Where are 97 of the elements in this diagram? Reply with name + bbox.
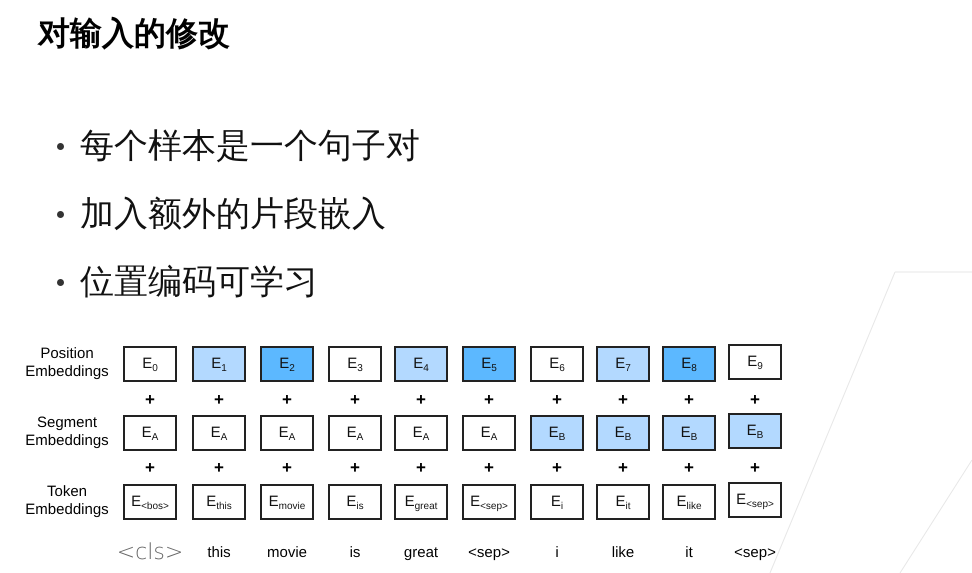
plus-sign: + xyxy=(415,390,427,410)
embedding-box xyxy=(192,415,246,451)
token-word: this xyxy=(206,544,232,561)
embedding-box xyxy=(662,484,716,520)
plus-sign: + xyxy=(749,390,761,410)
embedding-symbol: E$_{1}$ xyxy=(211,354,227,374)
token-word: i xyxy=(554,544,560,561)
embedding-symbol: E$_{6}$ xyxy=(549,354,565,374)
embedding-box xyxy=(728,413,782,449)
plus-sign: + xyxy=(683,390,695,410)
embedding-symbol: E$_{0}$ xyxy=(142,354,158,374)
embedding-box xyxy=(596,484,650,520)
embedding-box xyxy=(662,346,716,382)
bullet-text: 位置编码可学习 xyxy=(80,261,318,304)
embedding-box xyxy=(192,346,246,382)
embedding-symbol: E$_{like}$ xyxy=(676,492,702,512)
plus-sign: + xyxy=(617,458,629,478)
embedding-symbol: E$_{B}$ xyxy=(614,424,632,442)
embedding-symbol: E$_{i}$ xyxy=(550,492,564,512)
embedding-symbol: E$_{A}$ xyxy=(480,424,498,442)
embedding-box xyxy=(192,484,246,520)
embedding-symbol: E$_{4}$ xyxy=(413,354,429,374)
embedding-box xyxy=(530,346,584,382)
plus-sign: + xyxy=(551,390,563,410)
embedding-box xyxy=(728,344,782,380)
embedding-box xyxy=(394,346,448,382)
embedding-box xyxy=(123,415,177,451)
embedding-symbol: E$_{great}$ xyxy=(404,492,438,512)
row-label: Token Embeddings xyxy=(24,483,110,519)
token-word: <sep> xyxy=(733,544,777,561)
embedding-symbol: E$_{A}$ xyxy=(142,424,158,442)
embedding-symbol: E$_{this}$ xyxy=(206,492,232,512)
embedding-box xyxy=(394,484,448,520)
plus-sign: + xyxy=(213,458,225,478)
embedding-symbol: E$_{<sep>}$ xyxy=(470,492,508,512)
bullet-text: 每个样本是一个句子对 xyxy=(80,125,420,168)
embedding-box xyxy=(530,415,584,451)
plus-sign: + xyxy=(144,390,156,410)
embedding-box xyxy=(596,346,650,382)
embedding-symbol: E$_{3}$ xyxy=(347,354,363,374)
embedding-box xyxy=(123,346,177,382)
plus-sign: + xyxy=(213,390,225,410)
embedding-box xyxy=(596,415,650,451)
plus-sign: + xyxy=(749,458,761,478)
bullet-text: 加入额外的片段嵌入 xyxy=(80,193,386,236)
embedding-symbol: E$_{A}$ xyxy=(210,424,228,442)
embedding-symbol: E$_{is}$ xyxy=(346,492,364,512)
plus-sign: + xyxy=(144,458,156,478)
embedding-symbol: E$_{A}$ xyxy=(412,424,430,442)
embedding-box xyxy=(394,415,448,451)
row-label: Segment Embeddings xyxy=(24,414,110,450)
embedding-box xyxy=(728,482,782,518)
embedding-box xyxy=(328,415,382,451)
token-word: it xyxy=(684,544,694,561)
slide-title: 对输入的修改 xyxy=(38,13,230,54)
embedding-box xyxy=(260,346,314,382)
embedding-box xyxy=(530,484,584,520)
embedding-symbol: E$_{movie}$ xyxy=(268,492,306,512)
plus-sign: + xyxy=(483,458,495,478)
token-word: like xyxy=(610,544,636,561)
plus-sign: + xyxy=(349,390,361,410)
embedding-symbol: E$_{A}$ xyxy=(278,424,296,442)
embedding-box xyxy=(662,415,716,451)
embedding-box xyxy=(462,484,516,520)
embedding-symbol: E$_{<bos>}$ xyxy=(131,492,169,512)
plus-sign: + xyxy=(551,458,563,478)
embedding-symbol: E$_{it}$ xyxy=(615,492,630,512)
plus-sign: + xyxy=(483,390,495,410)
embedding-symbol: E$_{7}$ xyxy=(615,354,631,374)
embedding-box xyxy=(462,415,516,451)
embedding-box xyxy=(462,346,516,382)
embedding-symbol: E$_{2}$ xyxy=(279,354,295,374)
token-word: <cls> xyxy=(116,540,184,565)
token-word: great xyxy=(402,544,440,561)
token-word: movie xyxy=(266,544,308,561)
embedding-box xyxy=(328,346,382,382)
plus-sign: + xyxy=(415,458,427,478)
plus-sign: + xyxy=(281,390,293,410)
token-word: <sep> xyxy=(467,544,511,561)
token-word: is xyxy=(348,544,362,561)
embedding-symbol: E$_{9}$ xyxy=(747,352,763,372)
embedding-box xyxy=(123,484,177,520)
embedding-symbol: E$_{8}$ xyxy=(681,354,697,374)
embedding-symbol: E$_{A}$ xyxy=(346,424,364,442)
embedding-box xyxy=(260,415,314,451)
embedding-symbol: E$_{B}$ xyxy=(746,422,764,440)
embedding-symbol: E$_{<sep>}$ xyxy=(736,490,774,510)
embedding-symbol: E$_{B}$ xyxy=(680,424,698,442)
embedding-symbol: E$_{5}$ xyxy=(481,354,497,374)
plus-sign: + xyxy=(281,458,293,478)
embedding-symbol: E$_{B}$ xyxy=(548,424,566,442)
row-label: Position Embeddings xyxy=(24,345,110,381)
plus-sign: + xyxy=(683,458,695,478)
plus-sign: + xyxy=(349,458,361,478)
embedding-box xyxy=(260,484,314,520)
embedding-box xyxy=(328,484,382,520)
plus-sign: + xyxy=(617,390,629,410)
